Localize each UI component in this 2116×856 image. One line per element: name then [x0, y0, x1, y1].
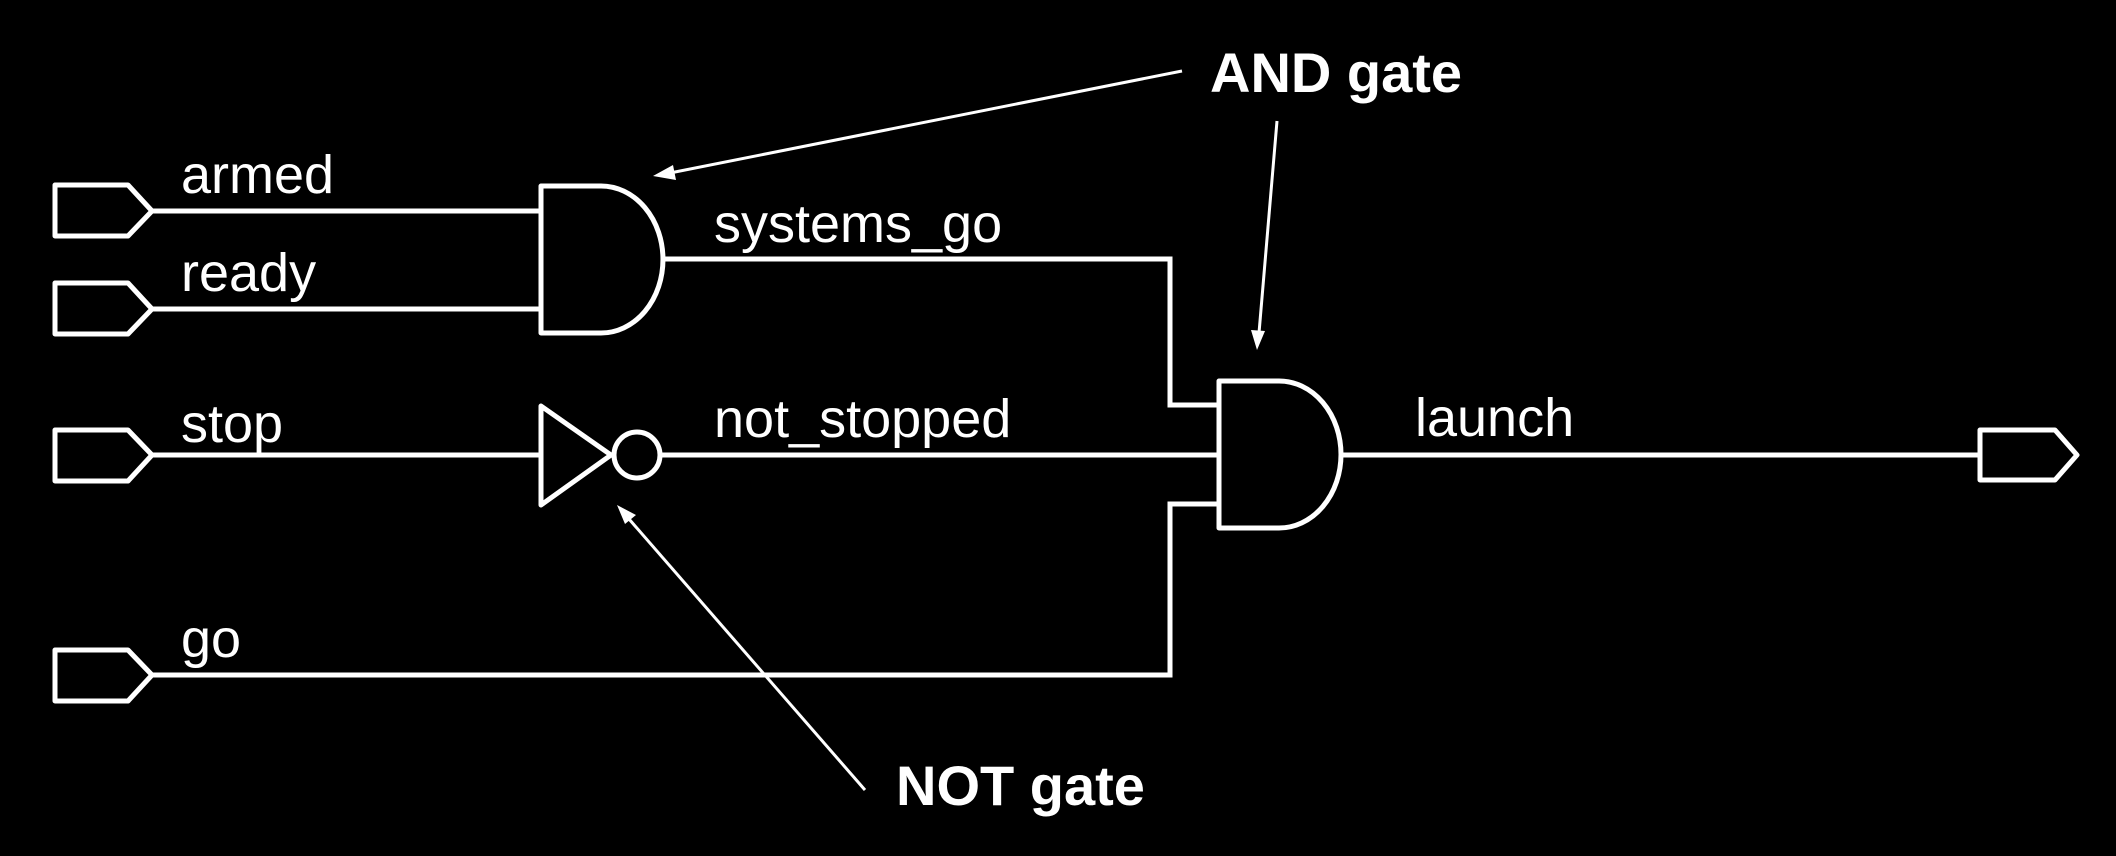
inversion-bubble: [611, 429, 663, 481]
input-label-ready: ready: [181, 243, 316, 303]
signal-label-not-stopped: not_stopped: [714, 389, 1011, 449]
annotation-arrow-and-1: [669, 69, 1183, 175]
and-gate-1: [538, 183, 666, 336]
annotation-arrow-not: [627, 518, 867, 791]
annotation-not-gate: NOT gate: [617, 505, 1145, 817]
arrowhead-icon: [653, 165, 676, 180]
input-port-armed: armed: [52, 145, 544, 239]
input-label-go: go: [181, 609, 241, 669]
annotation-and-gate: AND gate: [653, 41, 1462, 350]
annotation-label-and-gate: AND gate: [1210, 41, 1462, 104]
output-port-launch: [1977, 427, 2080, 483]
input-label-stop: stop: [181, 394, 283, 454]
annotation-label-not-gate: NOT gate: [896, 754, 1145, 817]
output-label-launch: launch: [1415, 388, 1574, 448]
wire-systems-go: [660, 256, 1222, 408]
not-gate: [538, 403, 663, 508]
signal-label-systems-go: systems_go: [714, 194, 1002, 254]
annotation-arrow-and-2: [1257, 120, 1279, 334]
input-port-stop: stop: [52, 394, 544, 484]
arrowhead-icon: [1251, 330, 1265, 350]
wire-go: [149, 501, 1222, 678]
input-label-armed: armed: [181, 145, 334, 205]
input-port-go: go: [52, 501, 1222, 704]
and-gate-2: [1216, 378, 1344, 531]
arrowhead-icon: [617, 505, 636, 524]
input-port-ready: ready: [52, 243, 544, 337]
